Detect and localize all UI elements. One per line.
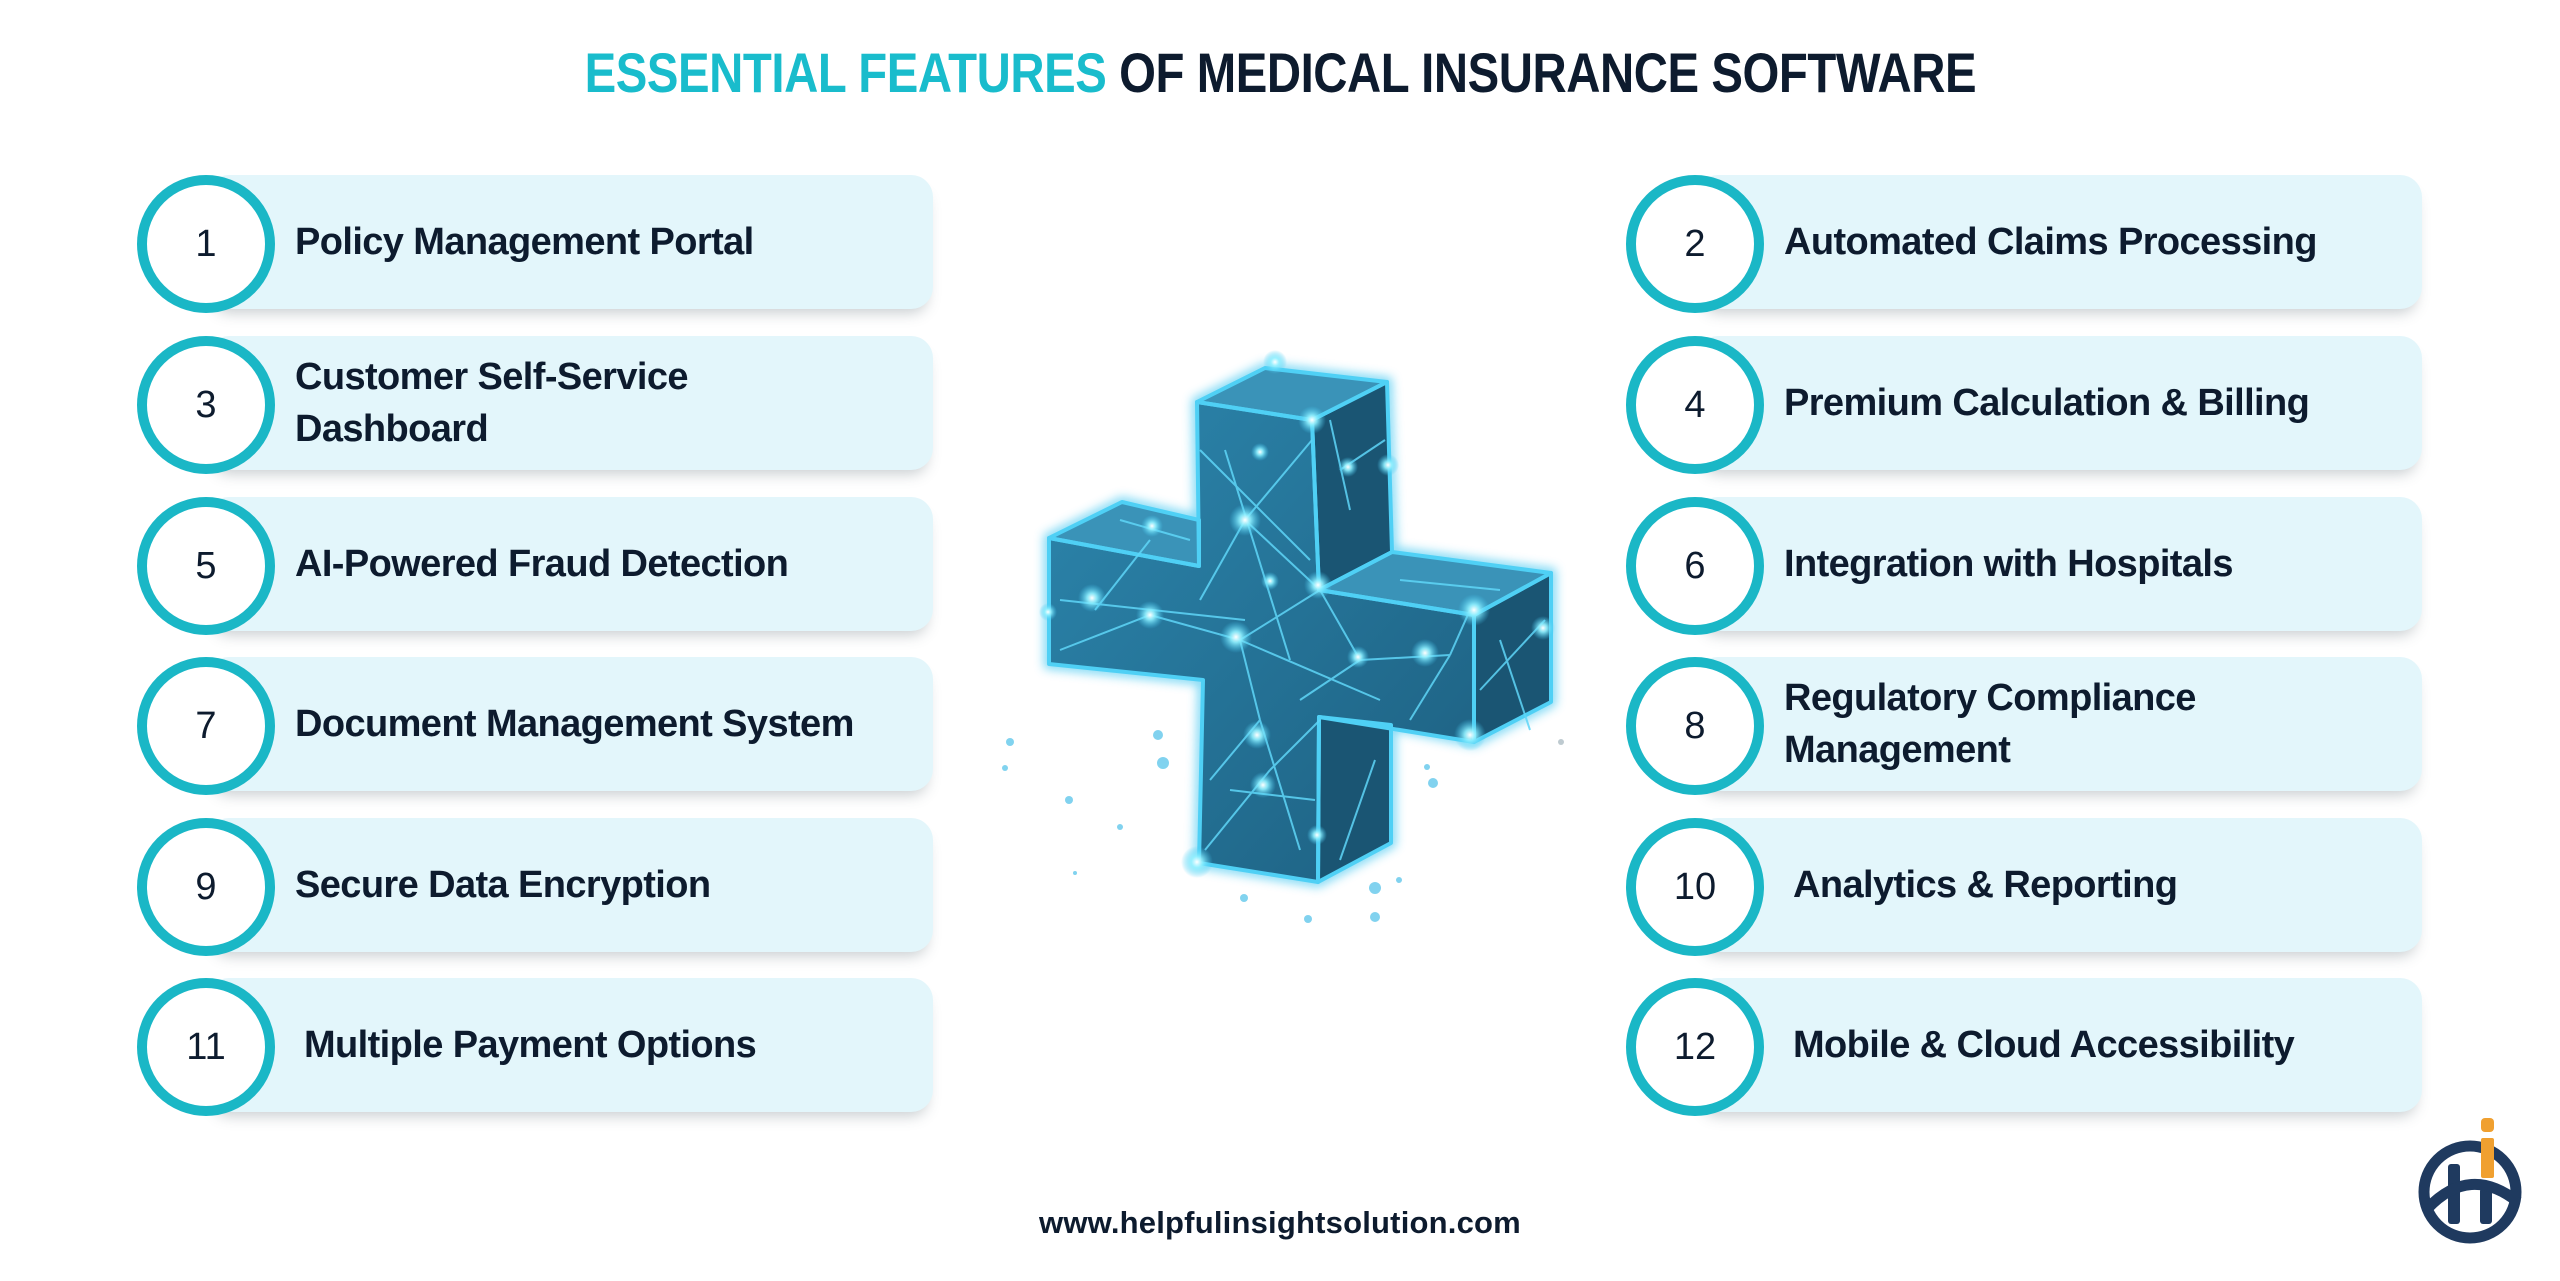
title-accent: ESSENTIAL FEATURES	[584, 41, 1106, 104]
feature-number-badge: 6	[1626, 497, 1764, 635]
feature-card	[1696, 818, 2422, 952]
feature-label: Analytics & Reporting	[1793, 864, 2178, 906]
feature-card	[207, 497, 933, 631]
feature-number-badge: 8	[1626, 657, 1764, 795]
feature-label: Integration with Hospitals	[1784, 543, 2233, 585]
feature-number-badge: 2	[1626, 175, 1764, 313]
feature-label: Premium Calculation & Billing	[1784, 382, 2310, 424]
feature-label: Multiple Payment Options	[304, 1024, 757, 1066]
feature-label: Customer Self-Service Dashboard	[295, 356, 689, 450]
feature-item-11: 11 Multiple Payment Options	[137, 978, 933, 1116]
feature-item-6: 6 Integration with Hospitals	[1626, 497, 2422, 635]
feature-item-1: 1 Policy Management Portal	[137, 175, 933, 313]
feature-number-badge: 10	[1626, 818, 1764, 956]
feature-card	[1696, 175, 2422, 309]
feature-number-badge: 5	[137, 497, 275, 635]
page-header: ESSENTIAL FEATURES OF MEDICAL INSURANCE …	[0, 40, 2560, 106]
feature-label: AI-Powered Fraud Detection	[295, 543, 789, 585]
feature-card	[207, 657, 933, 791]
medical-cross-network-icon	[1002, 350, 1564, 923]
feature-card	[1696, 497, 2422, 631]
feature-card	[207, 336, 933, 470]
page-title: ESSENTIAL FEATURES OF MEDICAL INSURANCE …	[584, 40, 1976, 106]
feature-label: Automated Claims Processing	[1784, 221, 2317, 263]
feature-item-3: 3 Customer Self-Service Dashboard	[137, 336, 933, 474]
title-rest: OF MEDICAL INSURANCE SOFTWARE	[1118, 41, 1976, 104]
feature-item-12: 12 Mobile & Cloud Accessibility	[1626, 978, 2422, 1116]
feature-label: Mobile & Cloud Accessibility	[1793, 1024, 2295, 1066]
helpful-insight-logo-icon	[2418, 1118, 2522, 1244]
feature-number-badge: 7	[137, 657, 275, 795]
feature-item-8: 8 Regulatory Compliance Management	[1626, 657, 2422, 795]
feature-card	[1696, 978, 2422, 1112]
feature-label: Policy Management Portal	[295, 221, 754, 263]
feature-card	[207, 978, 933, 1112]
feature-label: Document Management System	[295, 703, 854, 745]
feature-number-badge: 12	[1626, 978, 1764, 1116]
feature-number-badge: 11	[137, 978, 275, 1116]
feature-item-9: 9 Secure Data Encryption	[137, 818, 933, 956]
feature-item-10: 10 Analytics & Reporting	[1626, 818, 2422, 956]
feature-label: Regulatory Compliance Management	[1784, 677, 2196, 771]
feature-label: Secure Data Encryption	[295, 864, 711, 906]
feature-number-badge: 9	[137, 818, 275, 956]
feature-item-2: 2 Automated Claims Processing	[1626, 175, 2422, 313]
feature-item-4: 4 Premium Calculation & Billing	[1626, 336, 2422, 474]
website-url[interactable]: www.helpfulinsightsolution.com	[1039, 1205, 1521, 1240]
feature-item-7: 7 Document Management System	[137, 657, 933, 795]
feature-number-badge: 1	[137, 175, 275, 313]
feature-card	[207, 175, 933, 309]
feature-item-5: 5 AI-Powered Fraud Detection	[137, 497, 933, 635]
feature-card	[1696, 657, 2422, 791]
feature-number-badge: 3	[137, 336, 275, 474]
feature-card	[1696, 336, 2422, 470]
feature-number-badge: 4	[1626, 336, 1764, 474]
feature-card	[207, 818, 933, 952]
